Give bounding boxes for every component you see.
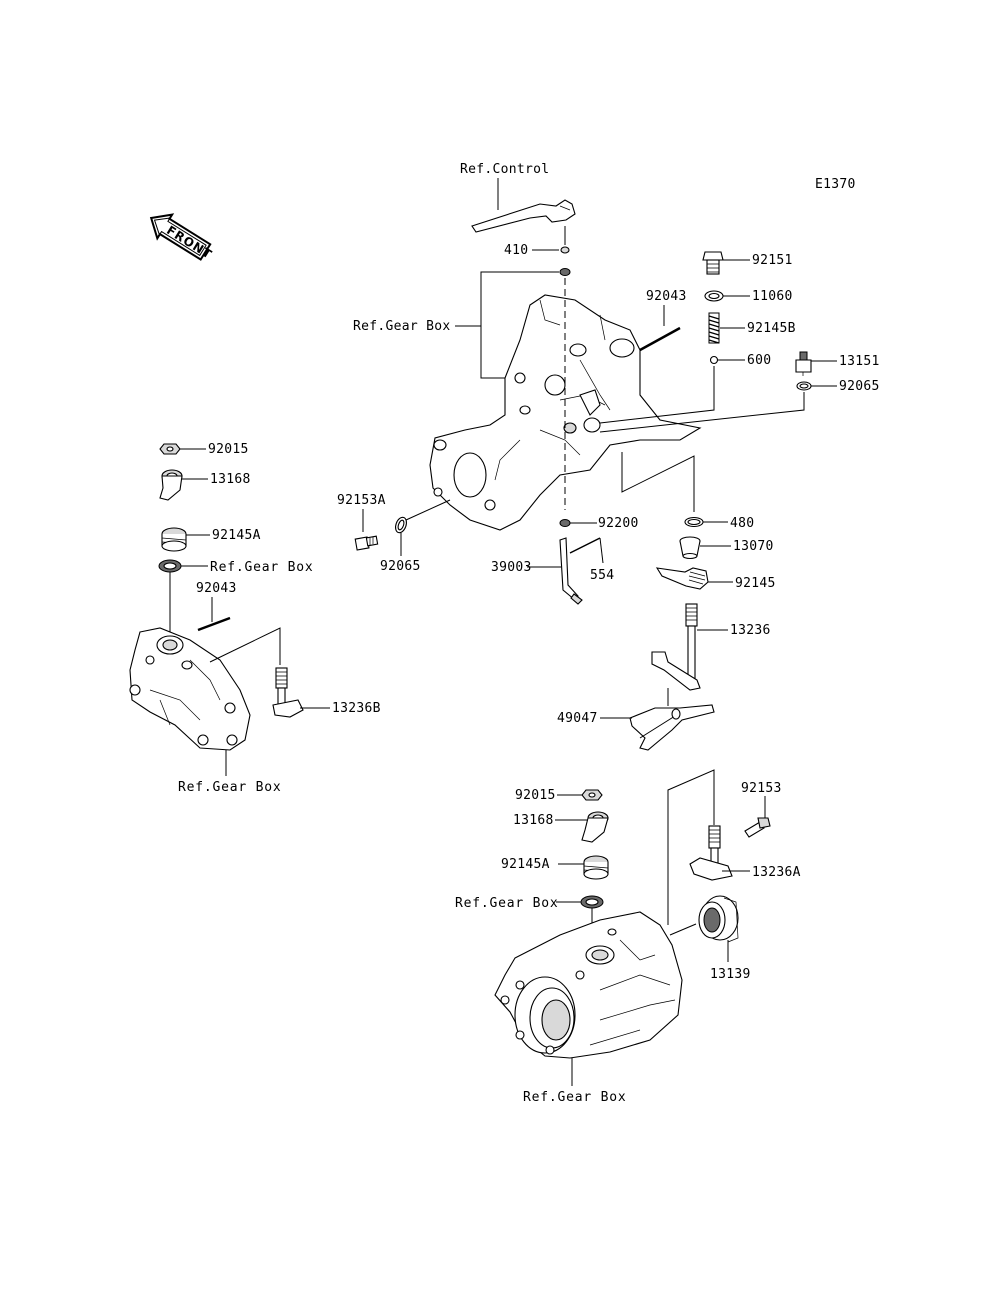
part-410 bbox=[560, 246, 570, 254]
label-13168-left: 13168 bbox=[210, 472, 251, 487]
part-92151-plug bbox=[702, 251, 724, 275]
label-39003: 39003 bbox=[491, 560, 532, 575]
part-600-ball bbox=[709, 355, 719, 365]
part-92145A-spring-left bbox=[161, 527, 187, 552]
part-92015-nut-lower bbox=[581, 789, 603, 801]
part-13168-lever-lower bbox=[581, 811, 609, 843]
label-ref-gear-box-2: Ref.Gear Box bbox=[210, 560, 314, 575]
label-92145: 92145 bbox=[735, 576, 776, 591]
part-nut-top bbox=[559, 268, 571, 276]
label-92200: 92200 bbox=[598, 516, 639, 531]
label-410: 410 bbox=[504, 243, 528, 258]
part-49047-fork bbox=[629, 704, 715, 751]
part-13236B-shaft bbox=[272, 667, 304, 718]
label-92145B: 92145B bbox=[747, 321, 796, 336]
label-13236B: 13236B bbox=[332, 701, 381, 716]
label-92145A-left: 92145A bbox=[212, 528, 261, 543]
part-13168-lever-left bbox=[159, 469, 183, 501]
part-92145B-spring bbox=[708, 312, 720, 344]
label-ref-gear-box-3: Ref.Gear Box bbox=[178, 780, 282, 795]
label-49047: 49047 bbox=[557, 711, 598, 726]
label-92145A-lower: 92145A bbox=[501, 857, 550, 872]
part-554-pin bbox=[569, 537, 601, 554]
part-13236A-shaft bbox=[689, 825, 733, 881]
label-11060: 11060 bbox=[752, 289, 793, 304]
label-92065-left: 92065 bbox=[380, 559, 421, 574]
part-92043-pin bbox=[639, 326, 681, 352]
label-600: 600 bbox=[747, 353, 771, 368]
label-92153: 92153 bbox=[741, 781, 782, 796]
diagram-code: E1370 bbox=[815, 177, 856, 192]
label-92015-left: 92015 bbox=[208, 442, 249, 457]
part-92065-washer-left bbox=[395, 516, 407, 534]
part-13151-switch bbox=[795, 351, 812, 376]
label-ref-gear-box-4: Ref.Gear Box bbox=[455, 896, 559, 911]
label-92065-right: 92065 bbox=[839, 379, 880, 394]
label-ref-control: Ref.Control bbox=[460, 162, 549, 177]
part-13070-bushing bbox=[679, 536, 701, 560]
lower-gearbox-housing bbox=[494, 911, 683, 1059]
label-13070: 13070 bbox=[733, 539, 774, 554]
part-seal-left bbox=[158, 559, 182, 573]
label-13151: 13151 bbox=[839, 354, 880, 369]
part-92153-bolt bbox=[744, 817, 771, 838]
left-gearbox-housing bbox=[129, 627, 251, 751]
part-92015-nut-left bbox=[159, 443, 181, 455]
label-480: 480 bbox=[730, 516, 754, 531]
label-ref-gear-box-1: Ref.Gear Box bbox=[353, 319, 451, 334]
part-11060-washer bbox=[704, 290, 724, 302]
label-13168-lower: 13168 bbox=[513, 813, 554, 828]
label-13236: 13236 bbox=[730, 623, 771, 638]
part-13236-shaft bbox=[651, 603, 701, 691]
part-92145A-spring-lower bbox=[583, 855, 609, 880]
part-13139-collar bbox=[698, 895, 739, 943]
part-92065-washer-right bbox=[796, 381, 812, 391]
label-92151: 92151 bbox=[752, 253, 793, 268]
label-13139: 13139 bbox=[710, 967, 751, 982]
label-92043-left: 92043 bbox=[196, 581, 237, 596]
part-92153A-bolt bbox=[354, 535, 379, 551]
label-13236A: 13236A bbox=[752, 865, 801, 880]
control-bracket bbox=[471, 199, 576, 233]
part-92043-pin-left bbox=[197, 616, 231, 632]
part-480-washer bbox=[684, 516, 704, 528]
part-92145-spring bbox=[655, 567, 709, 590]
label-92153A: 92153A bbox=[337, 493, 386, 508]
label-ref-gear-box-5: Ref.Gear Box bbox=[523, 1090, 627, 1105]
part-39003-lever bbox=[559, 537, 583, 605]
part-seal-lower bbox=[580, 895, 604, 909]
part-92200 bbox=[559, 519, 571, 527]
label-554: 554 bbox=[590, 568, 614, 583]
front-arrow-icon: FRONT bbox=[149, 213, 215, 262]
label-92015-lower: 92015 bbox=[515, 788, 556, 803]
label-92043-upper: 92043 bbox=[646, 289, 687, 304]
